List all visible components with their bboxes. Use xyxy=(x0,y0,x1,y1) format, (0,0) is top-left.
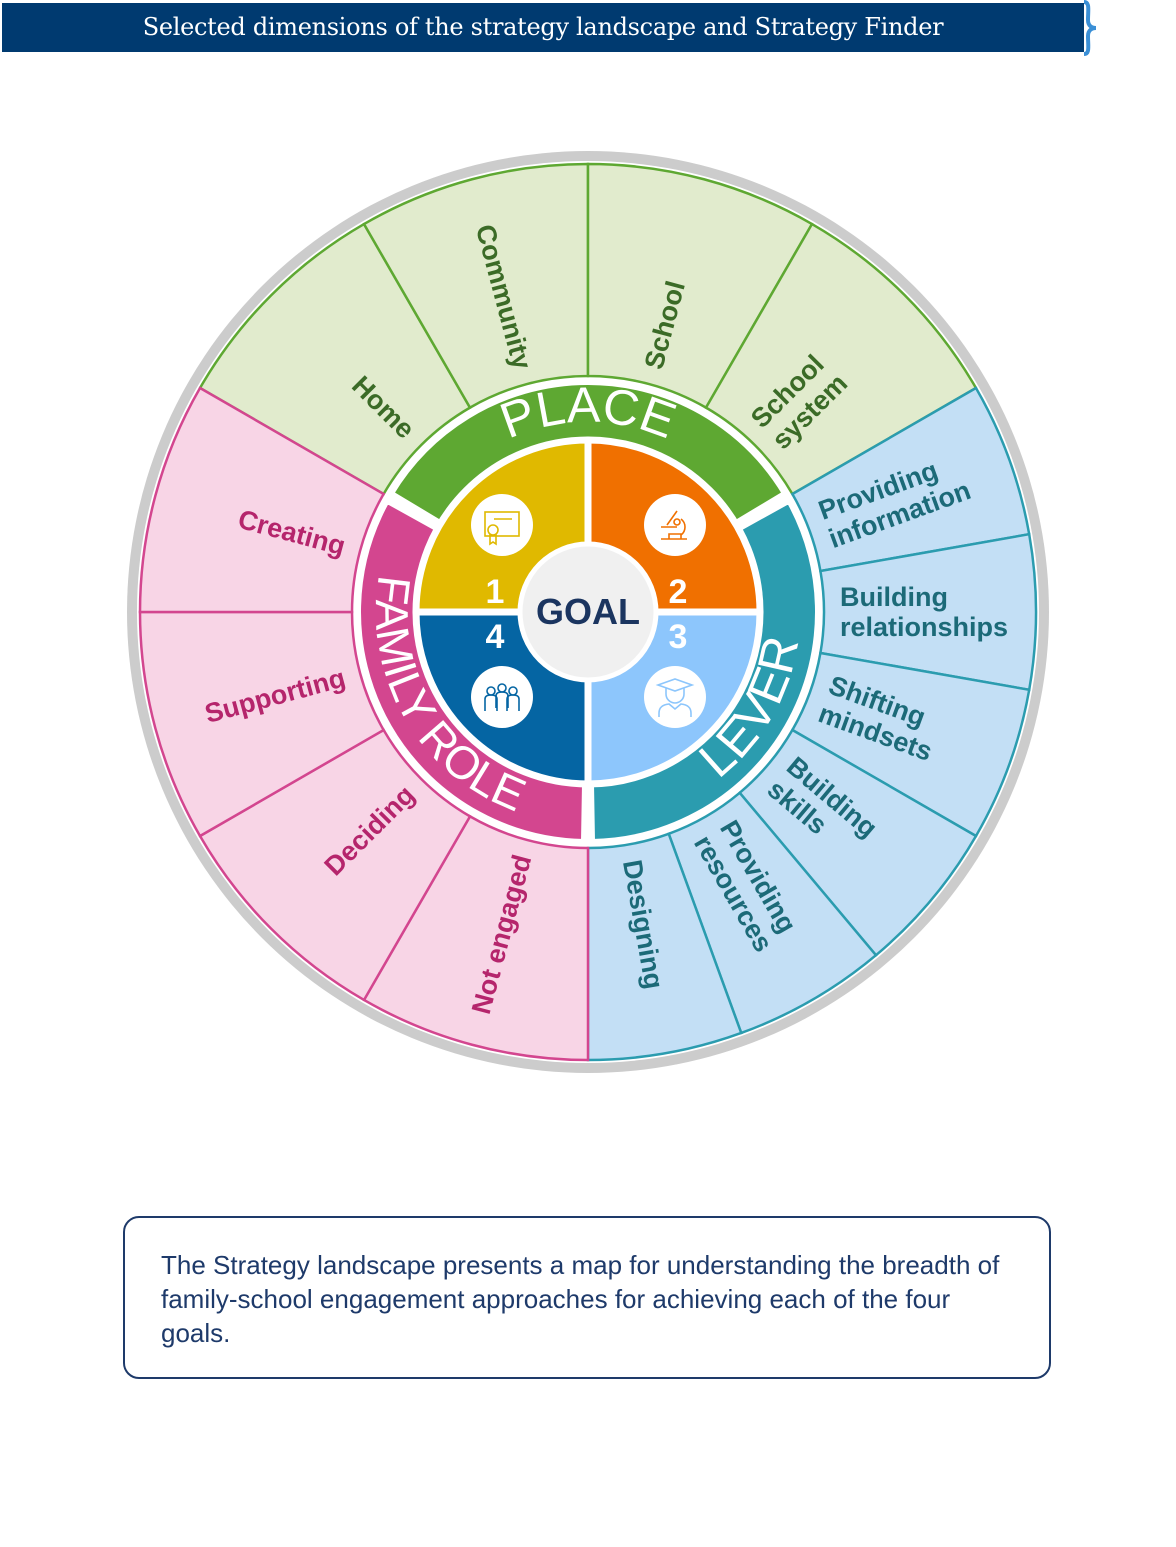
sector-lever-designing[interactable]: Designing xyxy=(586,832,743,1062)
sector-family-role-not-engaged[interactable]: Not engaged xyxy=(362,814,590,1062)
description-text: The Strategy landscape presents a map fo… xyxy=(161,1250,1000,1348)
sector-label-line: Building xyxy=(840,582,948,612)
goal-number: 2 xyxy=(669,573,688,611)
sector-family-role-creating[interactable]: Creating xyxy=(138,386,386,614)
goal-number: 1 xyxy=(486,573,505,611)
goal-number: 3 xyxy=(669,618,688,656)
sector-label-line: relationships xyxy=(840,612,1008,642)
goal-center[interactable]: GOAL xyxy=(517,541,659,683)
people-icon xyxy=(471,666,533,728)
header-title: Selected dimensions of the strategy land… xyxy=(142,13,944,41)
sector-shape xyxy=(138,386,386,614)
sector-lever-providing-information[interactable]: Providinginformation xyxy=(790,386,1031,573)
goal-label: GOAL xyxy=(536,591,640,632)
microscope-icon xyxy=(644,494,706,556)
graduate-icon xyxy=(644,666,706,728)
description-box: The Strategy landscape presents a map fo… xyxy=(123,1216,1051,1379)
brace-decoration xyxy=(1083,0,1097,56)
certificate-icon xyxy=(471,494,533,556)
sector-family-role-supporting[interactable]: Supporting xyxy=(138,610,386,838)
header-banner: Selected dimensions of the strategy land… xyxy=(2,3,1084,52)
goal-circle xyxy=(517,541,659,683)
sector-lever-shifting-mindsets[interactable]: Shiftingmindsets xyxy=(790,651,1031,838)
goal-number: 4 xyxy=(486,618,505,656)
